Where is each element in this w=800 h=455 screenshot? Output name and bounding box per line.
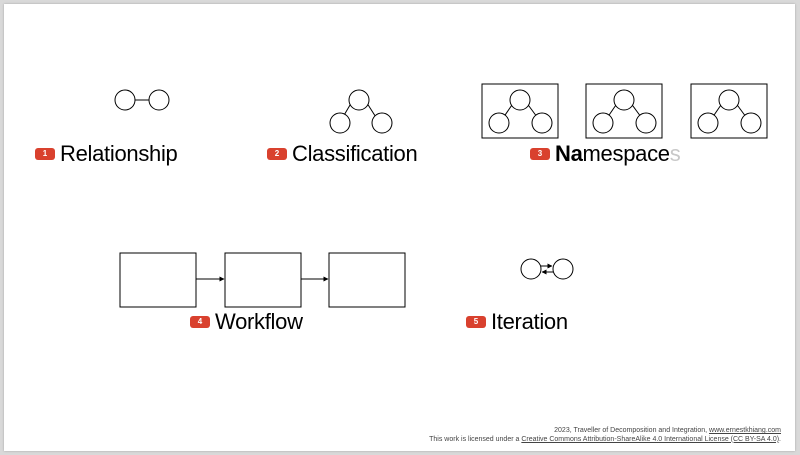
number-badge: 2 [267, 148, 287, 160]
relationship-diagram [114, 89, 170, 111]
workflow-diagram [119, 252, 406, 308]
node-circle [520, 258, 542, 280]
node-circle [148, 89, 170, 111]
node-circle [348, 89, 370, 111]
slide: 1 Relationship 2 Classification 3 Namesp… [4, 4, 795, 451]
workflow-label: 4 Workflow [190, 309, 303, 335]
license-footer: 2023, Traveller of Decomposition and Int… [429, 427, 781, 444]
number-badge: 3 [530, 148, 550, 160]
footer-line-2: This work is licensed under a Creative C… [429, 435, 781, 443]
number-badge: 1 [35, 148, 55, 160]
label-bold-part: Na [555, 141, 583, 166]
workflow-step [119, 252, 197, 308]
node-circle [371, 112, 393, 134]
number-badge: 5 [466, 316, 486, 328]
label-text: Classification [292, 141, 418, 166]
node-circle [114, 89, 136, 111]
node-circle [552, 258, 574, 280]
workflow-step [328, 252, 406, 308]
classification-label: 2 Classification [267, 141, 418, 167]
node-circle [329, 112, 351, 134]
relationship-label: 1 Relationship [35, 141, 178, 167]
number-badge: 4 [190, 316, 210, 328]
label-rest-part: mespace [582, 141, 670, 166]
iteration-label: 5 Iteration [466, 309, 568, 335]
namespace-box [481, 83, 559, 139]
workflow-step [224, 252, 302, 308]
website-link[interactable]: www.ernestkhiang.com [709, 427, 781, 434]
label-text: Iteration [491, 309, 568, 334]
label-text: Namespaces [555, 141, 681, 167]
diagram-canvas [114, 83, 768, 308]
classification-diagram [329, 89, 393, 134]
iteration-diagram [520, 258, 574, 280]
namespace-box [585, 83, 663, 139]
footer-line-1: 2023, Traveller of Decomposition and Int… [554, 427, 781, 434]
namespace-box [690, 83, 768, 139]
namespaces-label: 3 Namespaces [530, 141, 681, 167]
label-text: Workflow [215, 309, 303, 334]
label-faded-part: s [669, 141, 681, 166]
label-text: Relationship [60, 141, 178, 166]
license-link[interactable]: Creative Commons Attribution-ShareAlike … [521, 435, 780, 443]
